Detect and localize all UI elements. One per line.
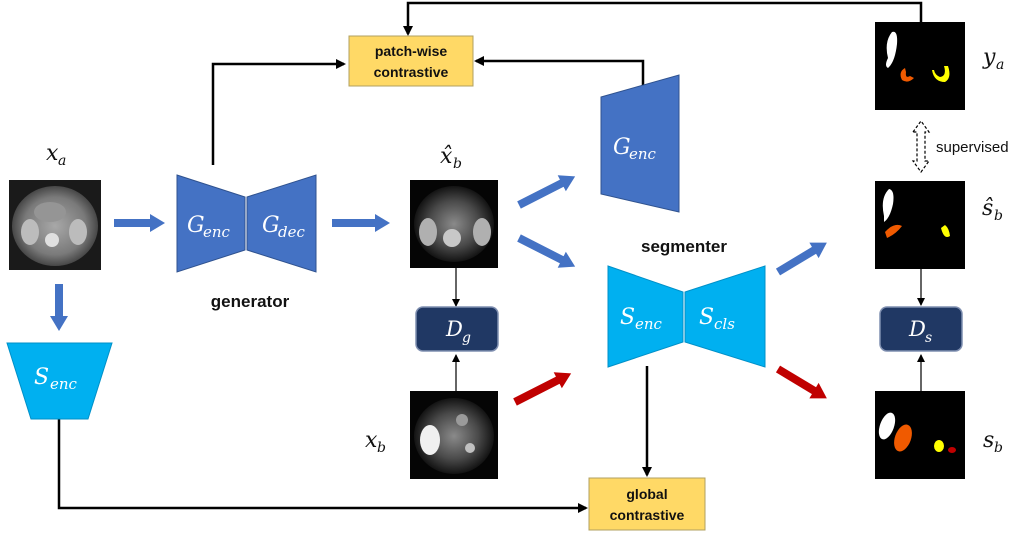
xb-label: x b (365, 428, 386, 456)
xb-image (410, 391, 498, 479)
patch-wise-label: patch-wise (375, 43, 448, 59)
senc-to-global-line (57, 419, 588, 513)
xhatb-image (410, 180, 498, 268)
generator-to-patchwise-line (211, 59, 346, 165)
ya-mask-image (875, 22, 965, 110)
svg-text:x: x (46, 141, 59, 166)
svg-text:a: a (58, 153, 66, 169)
discriminator-s: D s (879, 306, 963, 352)
generator-label: generator (211, 292, 290, 311)
svg-text:cls: cls (714, 315, 735, 333)
xb-to-segmenter-arrow (513, 372, 572, 406)
ya-to-patchwise-line (403, 1, 923, 36)
sb-mask-image (875, 391, 965, 479)
svg-text:a: a (996, 57, 1004, 73)
svg-text:y: y (982, 45, 996, 70)
svg-text:enc: enc (50, 375, 78, 393)
svg-text:D: D (908, 317, 926, 341)
svg-text:b: b (994, 208, 1003, 224)
sb-label: s b (983, 428, 1003, 456)
svg-text:enc: enc (203, 223, 231, 241)
patch-contrastive-label: contrastive (374, 64, 449, 80)
svg-text:D: D (445, 317, 463, 341)
svg-text:enc: enc (635, 315, 663, 333)
genc-to-patchwise-line (474, 56, 645, 96)
xa-image (9, 180, 101, 270)
shatb-mask-image (875, 181, 965, 269)
generator-to-xhatb-arrow (332, 214, 390, 232)
svg-text:g: g (462, 330, 471, 346)
global-label: global (626, 486, 667, 502)
svg-text:G: G (613, 135, 631, 160)
supervised-arrow (911, 119, 931, 174)
svg-text:G: G (262, 213, 280, 238)
generator-encoder: G enc (176, 174, 246, 273)
svg-text:b: b (994, 440, 1003, 456)
xa-label: x a (46, 141, 66, 169)
segmenter-to-sb-arrow (775, 365, 827, 399)
segmenter-encoder-copy: S enc (6, 342, 113, 420)
ya-label: y a (982, 45, 1004, 73)
svg-text:b: b (377, 440, 386, 456)
svg-text:S: S (699, 305, 714, 330)
svg-text:s: s (925, 330, 932, 346)
segmenter-encoder: S enc (607, 265, 684, 368)
xa-to-generator-arrow (114, 214, 165, 232)
svg-text:G: G (187, 213, 205, 238)
global-contrastive-box: global contrastive (588, 477, 706, 531)
svg-text:s: s (983, 428, 994, 453)
shatb-label: ŝ b (982, 196, 1003, 224)
supervised-label: supervised (936, 139, 1009, 156)
svg-text:enc: enc (629, 145, 657, 163)
svg-text:x̂: x̂ (440, 144, 453, 169)
svg-text:x: x (365, 428, 378, 453)
svg-text:dec: dec (278, 223, 305, 241)
xhatb-to-genc-arrow (517, 175, 576, 209)
patch-wise-contrastive-box: patch-wise contrastive (348, 35, 474, 87)
svg-text:b: b (453, 156, 462, 172)
svg-text:S: S (620, 305, 635, 330)
segmenter-to-shatb-arrow (775, 242, 827, 276)
segmenter-classifier: S cls (684, 265, 766, 368)
generator-encoder-copy: G enc (600, 74, 680, 213)
svg-text:ŝ: ŝ (982, 196, 993, 221)
generator-decoder: G dec (246, 174, 317, 273)
xhatb-label: x̂ b (440, 144, 462, 172)
segmenter-label: segmenter (641, 237, 727, 256)
xa-to-senc-arrow (50, 284, 68, 331)
global-contrastive-label: contrastive (610, 507, 685, 523)
discriminator-g: D g (415, 306, 499, 352)
svg-text:S: S (34, 365, 49, 390)
xhatb-to-segmenter-arrow (517, 234, 576, 268)
